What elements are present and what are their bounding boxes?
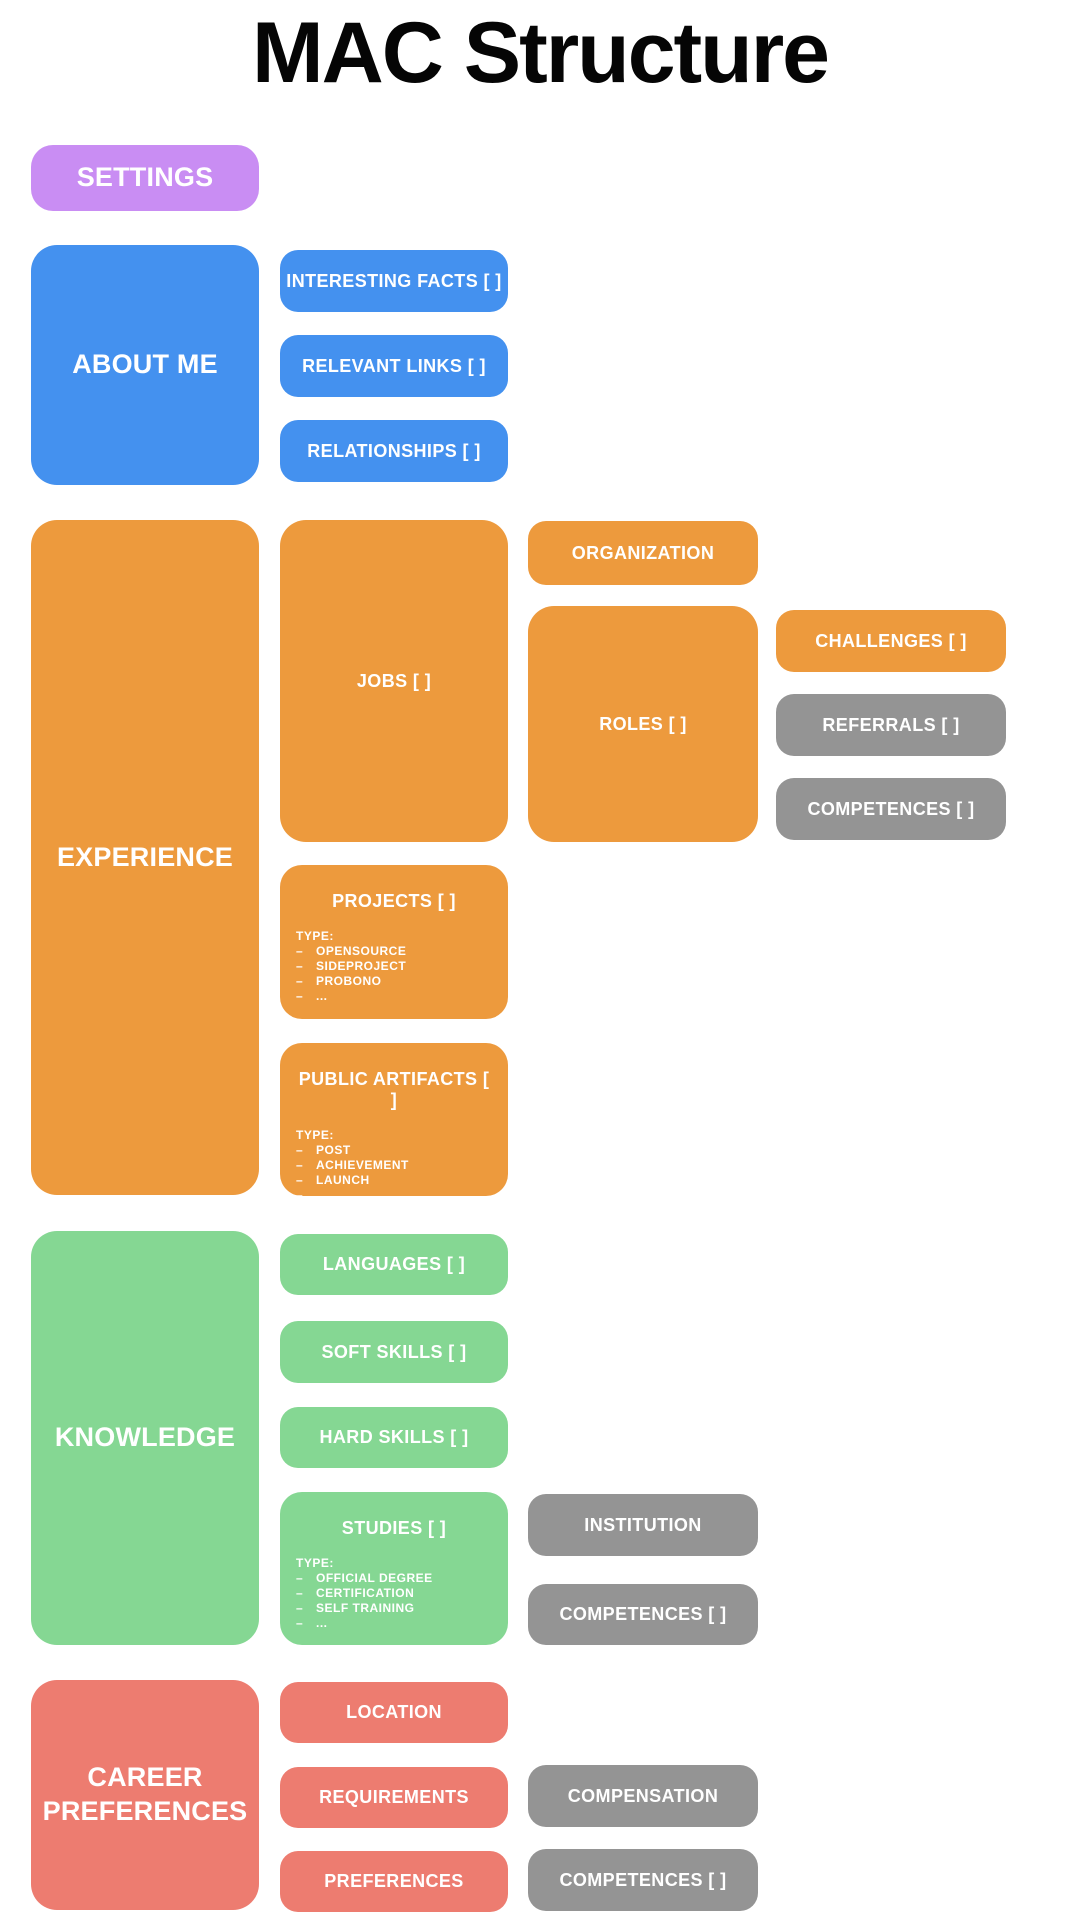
node-requirements: REQUIREMENTS [280, 1767, 508, 1828]
type-list-title: TYPE: [296, 929, 334, 943]
node-experience: EXPERIENCE [31, 520, 259, 1195]
node-label: PROJECTS [ ] [332, 891, 456, 911]
type-list-item: –... [296, 1188, 492, 1203]
node-relevant-links: RELEVANT LINKS [ ] [280, 335, 508, 397]
type-list-item-label: ... [316, 1616, 328, 1630]
node-label: PREFERENCES [324, 1871, 464, 1891]
type-list: TYPE: –OPENSOURCE –SIDEPROJECT –PROBONO … [296, 929, 492, 1004]
node-label: REQUIREMENTS [319, 1787, 469, 1807]
node-hard-skills: HARD SKILLS [ ] [280, 1407, 508, 1468]
node-label: COMPETENCES [ ] [559, 1604, 727, 1624]
node-label: PUBLIC ARTIFACTS [ ] [298, 1069, 490, 1110]
node-settings: SETTINGS [31, 145, 259, 211]
node-compensation: COMPENSATION [528, 1765, 758, 1827]
type-list-item-label: OPENSOURCE [316, 944, 407, 958]
type-list-item: –LAUNCH [296, 1173, 492, 1188]
node-studies: STUDIES [ ] TYPE: –OFFICIAL DEGREE –CERT… [280, 1492, 508, 1645]
type-list-item: –OPENSOURCE [296, 944, 492, 959]
node-label: JOBS [ ] [356, 670, 432, 691]
node-label: INTERESTING FACTS [ ] [286, 270, 502, 291]
type-list: TYPE: –POST –ACHIEVEMENT –LAUNCH –... [296, 1128, 492, 1203]
node-label: LOCATION [346, 1702, 442, 1722]
type-list: TYPE: –OFFICIAL DEGREE –CERTIFICATION –S… [296, 1556, 492, 1631]
type-list-item: –POST [296, 1143, 492, 1158]
node-label: COMPETENCES [ ] [559, 1869, 727, 1890]
node-public-artifacts: PUBLIC ARTIFACTS [ ] TYPE: –POST –ACHIEV… [280, 1043, 508, 1202]
node-label: ORGANIZATION [571, 542, 715, 563]
type-list-item-label: POST [316, 1143, 351, 1157]
node-label: SOFT SKILLS [ ] [321, 1341, 467, 1362]
type-list-title: TYPE: [296, 1556, 334, 1570]
node-label: SETTINGS [76, 162, 214, 193]
node-label: COMPENSATION [567, 1785, 719, 1806]
list-bullet: – [296, 1143, 304, 1157]
node-interesting-facts: INTERESTING FACTS [ ] [280, 250, 508, 312]
node-about-me: ABOUT ME [31, 245, 259, 485]
list-bullet: – [296, 1188, 304, 1202]
node-projects: PROJECTS [ ] TYPE: –OPENSOURCE –SIDEPROJ… [280, 865, 508, 1019]
node-label: STUDIES [ ] [341, 1518, 447, 1538]
type-list-item: –SELF TRAINING [296, 1601, 492, 1616]
node-label: KNOWLEDGE [54, 1422, 236, 1453]
list-bullet: – [296, 1616, 304, 1630]
type-list-item-label: PROBONO [316, 974, 382, 988]
node-challenges: CHALLENGES [ ] [776, 610, 1006, 672]
node-roles: ROLES [ ] [528, 606, 758, 842]
page-title: MAC Structure [251, 5, 830, 101]
node-knowledge: KNOWLEDGE [31, 1231, 259, 1645]
type-list-item: –SIDEPROJECT [296, 959, 492, 974]
node-referrals: REFERRALS [ ] [776, 694, 1006, 756]
list-bullet: – [296, 989, 304, 1003]
node-label: RELATIONSHIPS [ ] [307, 440, 481, 461]
type-list-item: –OFFICIAL DEGREE [296, 1571, 492, 1586]
list-bullet: – [296, 1173, 304, 1187]
list-bullet: – [296, 1601, 304, 1615]
type-list-item-label: CERTIFICATION [316, 1586, 415, 1600]
node-relationships: RELATIONSHIPS [ ] [280, 420, 508, 482]
node-label: CHALLENGES [ ] [815, 630, 967, 651]
node-languages: LANGUAGES [ ] [280, 1234, 508, 1295]
node-label: INSTITUTION [584, 1514, 702, 1535]
type-list-item-label: ... [316, 989, 328, 1003]
node-preferences: PREFERENCES [280, 1851, 508, 1912]
node-label: CAREER PREFERENCES [42, 1762, 248, 1826]
list-bullet: – [296, 959, 304, 973]
node-label: REFERRALS [ ] [822, 714, 960, 735]
type-list-item-label: OFFICIAL DEGREE [316, 1571, 433, 1585]
node-career-competences: COMPETENCES [ ] [528, 1849, 758, 1911]
type-list-item-label: SELF TRAINING [316, 1601, 415, 1615]
node-label: LANGUAGES [ ] [322, 1254, 466, 1274]
node-label: COMPETENCES [ ] [807, 798, 975, 819]
node-location: LOCATION [280, 1682, 508, 1743]
list-bullet: – [296, 974, 304, 988]
type-list-item-label: ... [316, 1188, 328, 1202]
type-list-item-label: LAUNCH [316, 1173, 370, 1187]
type-list-item-label: ACHIEVEMENT [316, 1158, 409, 1172]
node-label: ABOUT ME [72, 349, 218, 380]
type-list-item: –... [296, 989, 492, 1004]
list-bullet: – [296, 1586, 304, 1600]
type-list-item: –... [296, 1616, 492, 1631]
node-soft-skills: SOFT SKILLS [ ] [280, 1321, 508, 1383]
node-jobs: JOBS [ ] [280, 520, 508, 842]
type-list-item: –ACHIEVEMENT [296, 1158, 492, 1173]
node-label: HARD SKILLS [ ] [319, 1427, 469, 1447]
list-bullet: – [296, 1571, 304, 1585]
list-bullet: – [296, 944, 304, 958]
node-roles-competences: COMPETENCES [ ] [776, 778, 1006, 840]
node-career-preferences: CAREER PREFERENCES [31, 1680, 259, 1910]
node-studies-competences: COMPETENCES [ ] [528, 1584, 758, 1645]
type-list-item-label: SIDEPROJECT [316, 959, 407, 973]
node-label: ROLES [ ] [599, 713, 687, 734]
node-label: EXPERIENCE [56, 841, 234, 872]
type-list-item: –CERTIFICATION [296, 1586, 492, 1601]
node-label: RELEVANT LINKS [ ] [302, 355, 486, 376]
list-bullet: – [296, 1158, 304, 1172]
node-organization: ORGANIZATION [528, 521, 758, 585]
type-list-item: –PROBONO [296, 974, 492, 989]
node-institution: INSTITUTION [528, 1494, 758, 1556]
type-list-title: TYPE: [296, 1128, 334, 1142]
